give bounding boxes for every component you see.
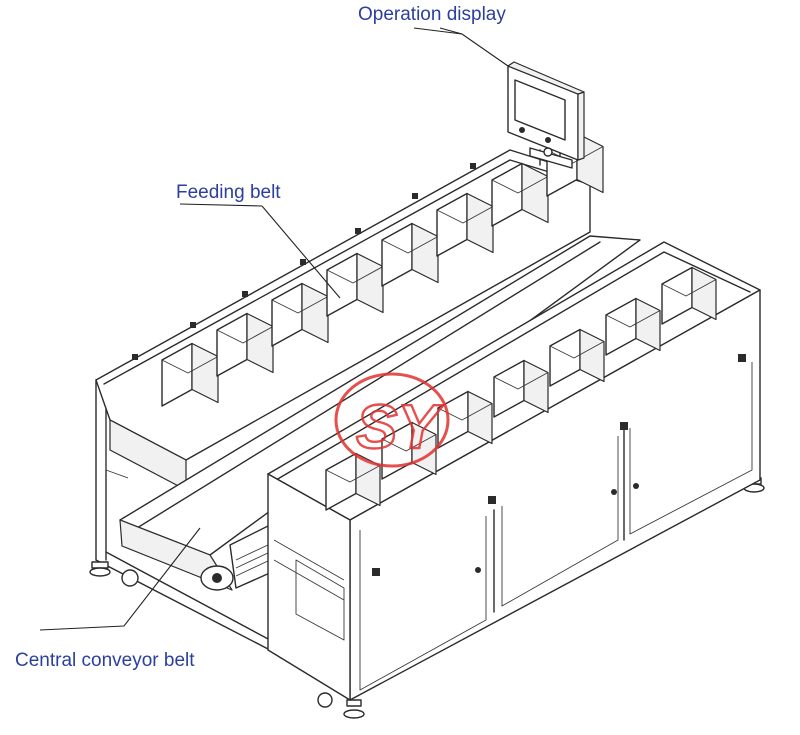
feeding-bin — [381, 222, 439, 287]
sy-logo-watermark: SY — [334, 372, 450, 468]
central-conveyor — [119, 235, 641, 591]
feeding-bin — [326, 252, 384, 317]
feeding-bin — [436, 192, 494, 257]
operation-display-label: Operation display — [358, 4, 506, 25]
callouts: Operation display Feeding belt Central c… — [15, 4, 509, 671]
discharge-bin — [325, 452, 381, 511]
display-screen — [514, 79, 566, 141]
discharge-bin — [549, 328, 605, 387]
discharge-bin — [493, 359, 549, 418]
discharge-bin — [661, 266, 717, 325]
feeding-belt-label: Feeding belt — [176, 182, 281, 203]
feeding-bin — [271, 282, 329, 347]
discharge-bin — [437, 390, 493, 449]
feeding-bin — [491, 162, 549, 227]
discharge-bin — [605, 297, 661, 356]
leveling-foot-left — [89, 561, 111, 577]
feeding-bins — [161, 132, 604, 407]
leveling-foot-front — [317, 692, 365, 719]
operation-display — [507, 61, 585, 169]
sy-logo-text: SY — [356, 393, 444, 462]
rim-brackets — [132, 163, 476, 360]
feeding-bin — [216, 312, 274, 377]
central-conveyor-belt-label: Central conveyor belt — [15, 650, 195, 671]
feeding-bin — [161, 342, 219, 407]
caster-wheel — [121, 569, 139, 587]
